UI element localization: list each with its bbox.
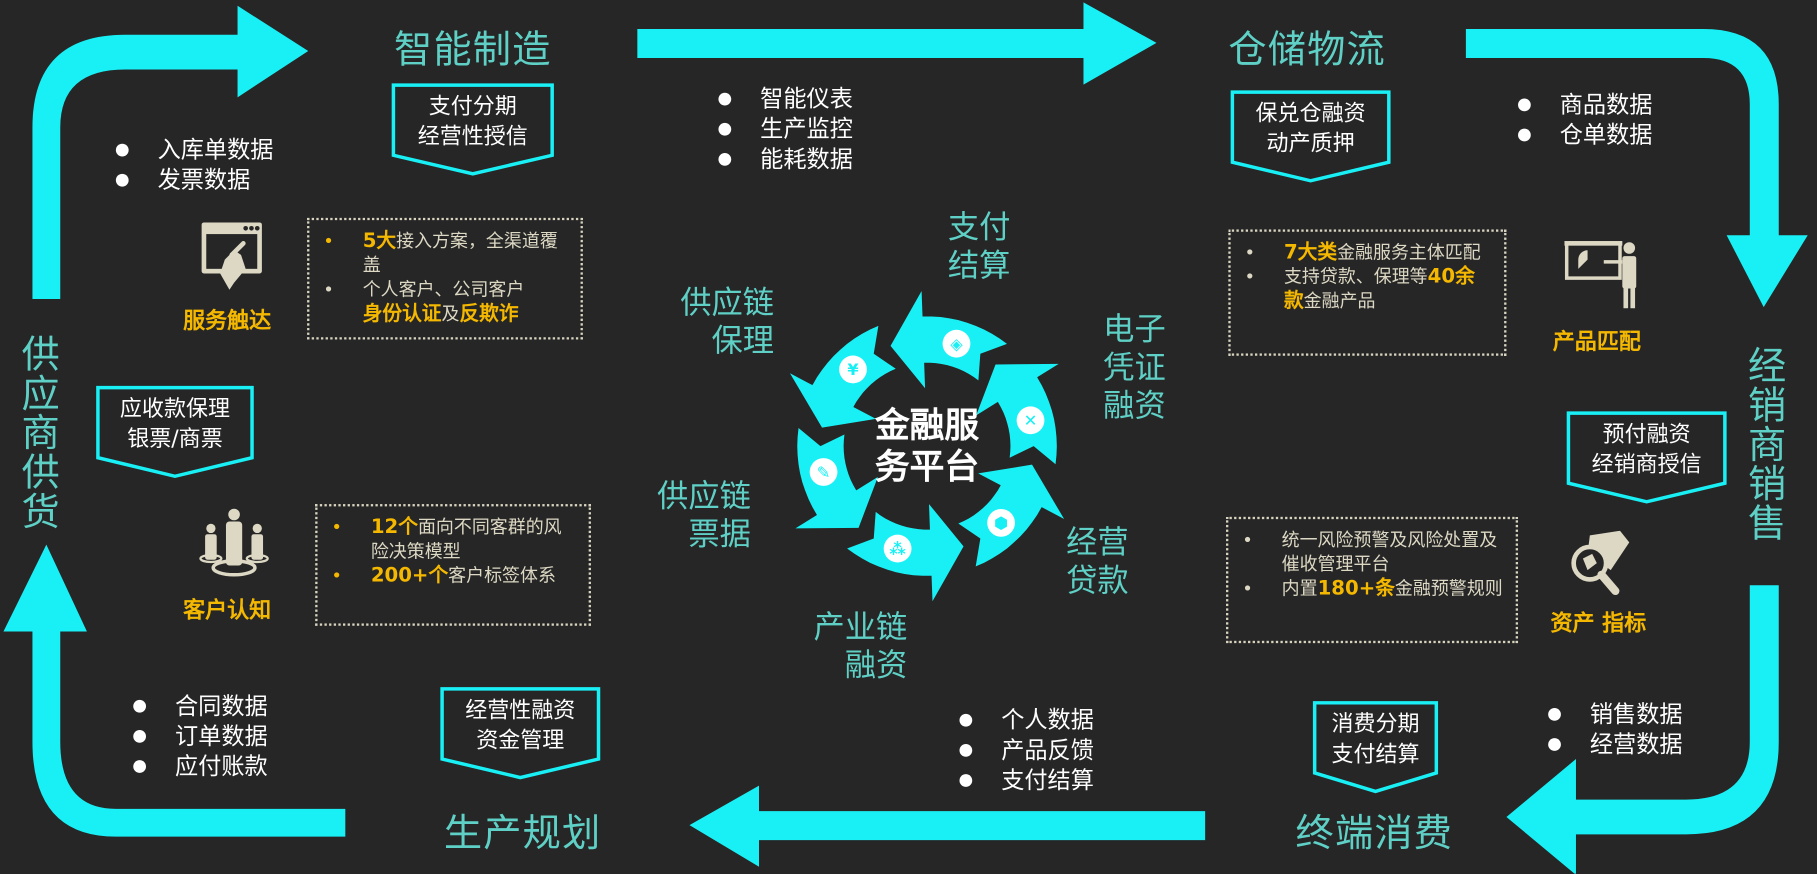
coin-icon xyxy=(942,329,971,358)
product-line: 支付结算 xyxy=(1331,741,1420,768)
product-line: 经营性授信 xyxy=(417,123,528,150)
capability-item: •支持贷款、保理等40余款金融产品 xyxy=(1244,265,1475,313)
list-item: 合同数据 xyxy=(133,691,268,721)
capability-box-risk: •统一风险预警及风险处置及催收管理平台 •内置180+条金融预警规则 xyxy=(1226,516,1519,644)
data-list-supply: 入库单数据 发票数据 xyxy=(115,134,274,195)
network-icon-glyph: ⁂ xyxy=(889,539,906,558)
list-item: 发票数据 xyxy=(115,165,274,195)
platform-center-title: 金融服务平台 xyxy=(874,405,980,488)
capability-label-matching: 产品匹配 xyxy=(1552,329,1641,355)
platform-segment-arrow xyxy=(976,363,1059,465)
list-item: 智能仪表 xyxy=(718,83,853,113)
people-icon xyxy=(199,508,269,577)
segment-label-factoring: 供应链保理 xyxy=(680,285,775,360)
yuan-coins-icon-glyph: ¥ xyxy=(847,360,859,379)
product-line: 经营性融资 xyxy=(465,697,576,724)
coin-icon-glyph: ◈ xyxy=(950,334,963,353)
cube-icon xyxy=(987,508,1015,537)
product-line: 动产质押 xyxy=(1266,130,1355,157)
product-box-supply: 应收款保理银票/商票 xyxy=(96,385,254,479)
stage-title-consumption: 终端消费 xyxy=(1295,810,1454,856)
tag-icon-glyph: ✎ xyxy=(817,463,831,482)
capability-item: •200+个客户标签体系 xyxy=(331,564,556,588)
cube-icon-glyph: ⬢ xyxy=(994,514,1008,533)
arrow-consumption-to-planning xyxy=(689,785,1206,867)
data-list-manufacturing: 智能仪表 生产监控 能耗数据 xyxy=(718,83,853,174)
touch-screen-icon xyxy=(201,222,262,290)
product-box-logistics: 保兑仓融资动产质押 xyxy=(1230,90,1391,183)
arrow-distribution-to-consumption xyxy=(1506,585,1779,874)
capability-item: •个人客户、公司客户身份认证及反欺诈 xyxy=(323,279,525,326)
list-item: 入库单数据 xyxy=(115,134,273,164)
capability-box-reach: •5大接入方案，全渠道覆盖 •个人客户、公司客户身份认证及反欺诈 xyxy=(307,217,583,340)
list-item: 个人数据 xyxy=(959,705,1094,735)
product-box-distribution: 预付融资经销商授信 xyxy=(1566,411,1727,504)
list-item: 产品反馈 xyxy=(959,735,1094,765)
capability-label-insight: 客户认知 xyxy=(183,597,272,624)
product-box-planning: 经营性融资资金管理 xyxy=(440,687,601,780)
data-list-distribution: 销售数据 经营数据 xyxy=(1548,699,1683,759)
yuan-coins-icon xyxy=(839,355,867,384)
capability-box-insight: •12个面向不同客群的风险决策模型 •200+个客户标签体系 xyxy=(315,504,591,626)
tools-icon-glyph: ✕ xyxy=(1024,411,1038,430)
list-item: 经营数据 xyxy=(1548,729,1683,759)
product-box-consumption: 消费分期支付结算 xyxy=(1312,701,1439,794)
capability-item: •7大类金融服务主体匹配 xyxy=(1244,241,1481,265)
list-item: 生产监控 xyxy=(718,114,853,144)
stage-title-planning: 生产规划 xyxy=(443,810,602,856)
stage-title-manufacturing: 智能制造 xyxy=(393,26,552,72)
tag-icon xyxy=(809,458,838,486)
arrow-supply-to-manufacturing xyxy=(32,5,309,299)
stage-title-supply: 供应商供货 xyxy=(15,333,61,531)
list-item: 销售数据 xyxy=(1548,699,1683,729)
capability-item: •5大接入方案，全渠道覆盖 xyxy=(323,229,558,276)
data-list-logistics: 商品数据 仓单数据 xyxy=(1518,89,1652,149)
list-item: 仓单数据 xyxy=(1518,119,1652,149)
list-item: 商品数据 xyxy=(1518,89,1652,119)
list-item: 能耗数据 xyxy=(718,144,853,174)
stage-title-logistics: 仓储物流 xyxy=(1228,26,1386,72)
data-list-planning: 合同数据 订单数据 应付账款 xyxy=(133,691,268,781)
segment-label-industry-chain: 产业链融资 xyxy=(813,609,908,684)
magnifier-icon xyxy=(1571,530,1630,596)
product-line: 资金管理 xyxy=(476,727,565,754)
segment-label-e-voucher: 电子凭证融资 xyxy=(1103,311,1166,425)
product-line: 银票/商票 xyxy=(127,426,223,452)
capability-item: •统一风险预警及风险处置及催收管理平台 xyxy=(1242,529,1498,575)
product-line: 支付分期 xyxy=(428,93,517,120)
product-line: 保兑仓融资 xyxy=(1255,100,1366,127)
segment-label-bills: 供应链票据 xyxy=(657,478,751,553)
product-line: 预付融资 xyxy=(1602,421,1691,448)
capability-item: •内置180+条金融预警规则 xyxy=(1242,577,1503,601)
product-line: 经销商授信 xyxy=(1591,451,1702,478)
segment-label-business-loan: 经营贷款 xyxy=(1066,524,1129,600)
product-line: 应收款保理 xyxy=(119,396,231,422)
segment-label-payment: 支付结算 xyxy=(947,209,1011,284)
list-item: 应付账款 xyxy=(133,751,268,781)
product-box-manufacturing: 支付分期经营性授信 xyxy=(391,83,554,176)
capability-box-matching: •7大类金融服务主体匹配 •支持贷款、保理等40余款金融产品 xyxy=(1228,229,1507,356)
platform-segment-arrow xyxy=(795,428,878,529)
list-item: 支付结算 xyxy=(959,765,1094,795)
tools-icon xyxy=(1016,406,1045,435)
presentation-icon xyxy=(1564,241,1637,309)
capability-label-reach: 服务触达 xyxy=(183,308,272,334)
list-item: 订单数据 xyxy=(133,721,268,751)
product-line: 消费分期 xyxy=(1331,711,1420,737)
capability-label-risk: 资产 指标 xyxy=(1550,610,1647,637)
data-list-consumption: 个人数据 产品反馈 支付结算 xyxy=(959,705,1094,795)
capability-item: •12个面向不同客群的风险决策模型 xyxy=(331,515,562,563)
arrow-planning-to-supply xyxy=(3,544,346,837)
arrow-logistics-to-distribution xyxy=(1465,28,1808,308)
network-icon xyxy=(883,534,912,563)
stage-title-distribution: 经销商销售 xyxy=(1741,345,1787,543)
arrow-manufacturing-to-logistics xyxy=(637,2,1157,85)
